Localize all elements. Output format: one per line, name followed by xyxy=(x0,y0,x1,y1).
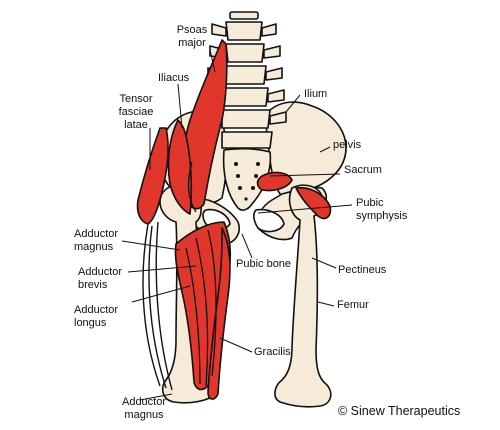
label-adductor-magnus-lower: Adductor magnus xyxy=(121,396,167,421)
label-adductor-brevis: Adductor brevis xyxy=(78,266,123,291)
label-pubic-bone: Pubic bone xyxy=(236,258,292,270)
label-femur: Femur xyxy=(337,299,369,311)
label-adductor-longus: Adductor longus xyxy=(74,304,119,329)
label-sacrum: Sacrum xyxy=(344,164,382,176)
label-pectineus: Pectineus xyxy=(338,264,387,276)
psoas-major-muscle xyxy=(181,39,228,210)
label-pelvis: pelvis xyxy=(333,139,362,151)
pectineus-muscle xyxy=(295,186,332,220)
tensor-fasciae-latae-muscle xyxy=(136,127,169,225)
copyright-notice: © Sinew Therapeutics xyxy=(338,404,461,418)
label-adductor-magnus-upper: Adductor magnus xyxy=(74,228,119,253)
label-pubic-symphysis: Pubic symphysis xyxy=(356,197,408,222)
label-ilium: Ilium xyxy=(304,88,328,100)
label-tensor-fasciae-latae: Tensor fasciae latae xyxy=(118,93,154,131)
right-pelvis-muscle xyxy=(256,171,293,192)
label-gracilis: Gracilis xyxy=(254,346,291,358)
label-psoas-major: Psoas major xyxy=(176,24,208,49)
label-iliacus: Iliacus xyxy=(158,72,190,84)
iliacus-muscle xyxy=(167,119,193,215)
